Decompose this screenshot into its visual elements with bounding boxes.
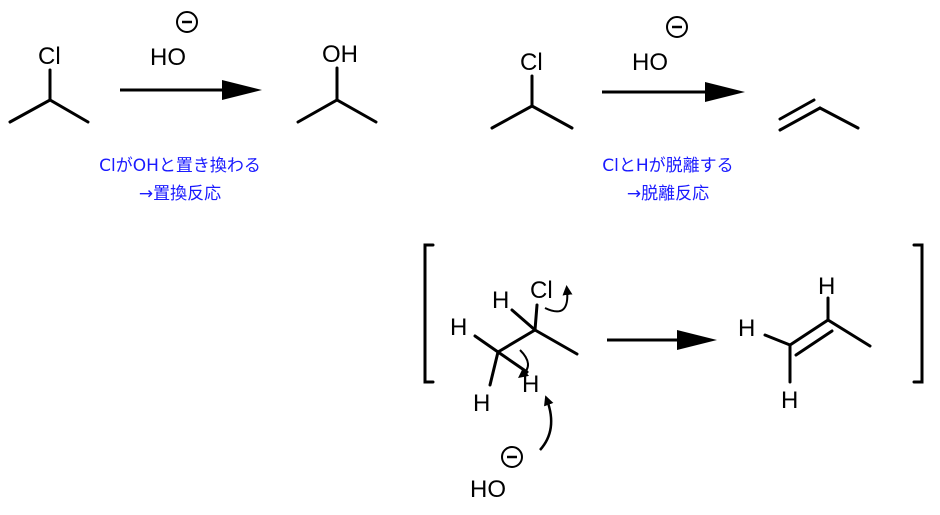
atom-h: H — [450, 314, 467, 341]
elimination-label: →脱離反応 — [627, 184, 709, 204]
reaction-arrow-1 — [120, 80, 262, 100]
mechanism-product: H H H — [738, 273, 872, 414]
reactant-2-chloropropane-1: Cl — [8, 43, 90, 124]
atom-h: H — [522, 371, 539, 398]
mechanism-base: HO — [470, 446, 523, 503]
substitution-label: →置換反応 — [139, 184, 221, 204]
curved-arrow-icon — [544, 285, 573, 313]
reaction-arrow-2 — [602, 82, 745, 102]
product-2-propanol: OH — [296, 41, 378, 124]
atom-h: H — [818, 273, 835, 300]
curved-arrow-icon — [539, 395, 554, 451]
negative-charge-icon — [176, 11, 198, 33]
reagent-text: HO — [150, 44, 186, 71]
negative-charge-icon — [501, 446, 523, 468]
reagent-text: HO — [470, 476, 506, 503]
left-bracket — [423, 243, 435, 384]
atom-h: H — [473, 390, 490, 417]
substitution-note: ClがOHと置き換わる — [99, 156, 261, 176]
atom-cl: Cl — [520, 49, 543, 76]
negative-charge-icon — [666, 16, 688, 38]
atom-h: H — [738, 315, 755, 342]
reagent-text: HO — [632, 49, 668, 76]
reagent-hydroxide-2: HO — [632, 16, 688, 76]
mechanism-reactant: H Cl H H H — [450, 277, 579, 451]
atom-h: H — [492, 287, 509, 314]
product-propene — [778, 98, 860, 132]
curved-arrow-icon — [518, 349, 530, 379]
mechanism-arrow — [607, 330, 717, 350]
elimination-note: ClとHが脱離する — [602, 156, 733, 176]
atom-oh: OH — [322, 41, 358, 68]
atom-cl: Cl — [530, 277, 553, 304]
right-bracket — [912, 243, 924, 384]
atom-cl: Cl — [38, 43, 61, 70]
reagent-hydroxide-1: HO — [150, 11, 198, 71]
reactant-2-chloropropane-2: Cl — [490, 49, 574, 130]
atom-h: H — [781, 387, 798, 414]
